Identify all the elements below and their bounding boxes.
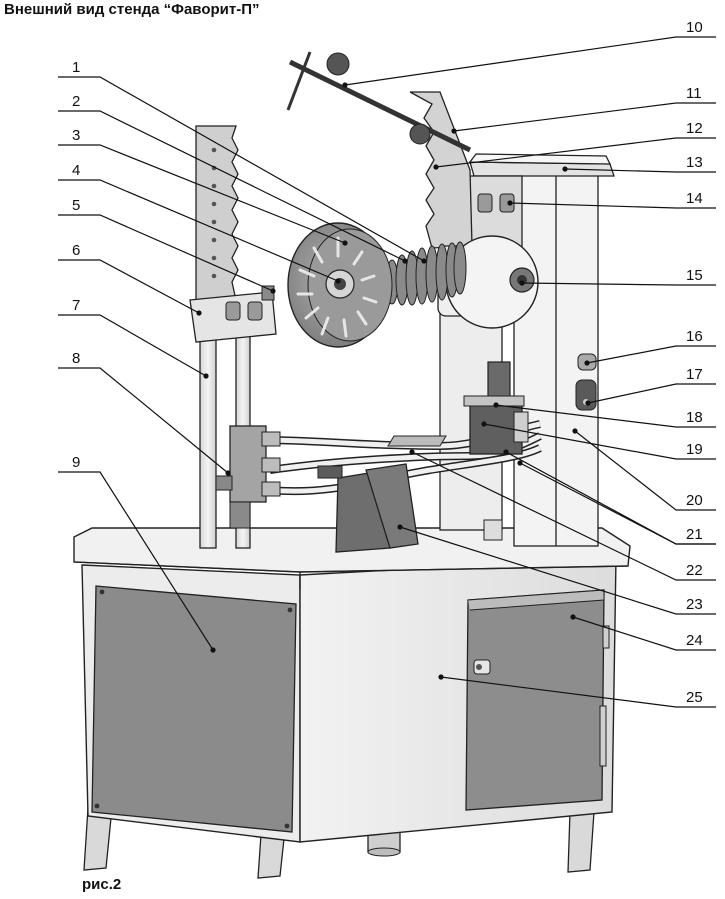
label-1: 1 bbox=[72, 59, 80, 76]
leader-dots bbox=[196, 82, 591, 680]
cabinet-door bbox=[465, 589, 605, 811]
label-11: 11 bbox=[686, 85, 702, 102]
label-15: 15 bbox=[686, 267, 703, 284]
label-22: 22 bbox=[686, 562, 703, 579]
leader-lines bbox=[58, 36, 716, 708]
label-5: 5 bbox=[72, 197, 80, 214]
label-14: 14 bbox=[686, 190, 703, 207]
toothed-arm bbox=[286, 51, 473, 249]
label-24: 24 bbox=[686, 632, 703, 649]
label-23: 23 bbox=[686, 596, 703, 613]
label-19: 19 bbox=[686, 441, 703, 458]
figure-title: Внешний вид стенда “Фаворит-П” bbox=[4, 1, 260, 18]
part-numbers: 1 2 3 4 5 6 7 8 9 10 11 12 13 14 15 16 1… bbox=[72, 19, 703, 706]
label-3: 3 bbox=[72, 127, 80, 144]
label-20: 20 bbox=[686, 492, 703, 509]
label-21: 21 bbox=[686, 526, 703, 543]
label-17: 17 bbox=[686, 366, 703, 383]
label-18: 18 bbox=[686, 409, 703, 426]
label-7: 7 bbox=[72, 297, 80, 314]
label-8: 8 bbox=[72, 350, 80, 367]
label-25: 25 bbox=[686, 689, 703, 706]
label-4: 4 bbox=[72, 162, 80, 179]
label-2: 2 bbox=[72, 93, 80, 110]
figure-caption: рис.2 bbox=[82, 876, 122, 893]
label-12: 12 bbox=[686, 120, 703, 137]
base-block bbox=[317, 463, 503, 553]
label-9: 9 bbox=[72, 454, 80, 471]
label-13: 13 bbox=[686, 154, 703, 171]
label-6: 6 bbox=[72, 242, 80, 259]
label-16: 16 bbox=[686, 328, 703, 345]
spindle-assembly bbox=[287, 222, 539, 348]
label-10: 10 bbox=[686, 19, 703, 36]
left-panel bbox=[91, 585, 297, 833]
cabinet bbox=[73, 527, 631, 879]
